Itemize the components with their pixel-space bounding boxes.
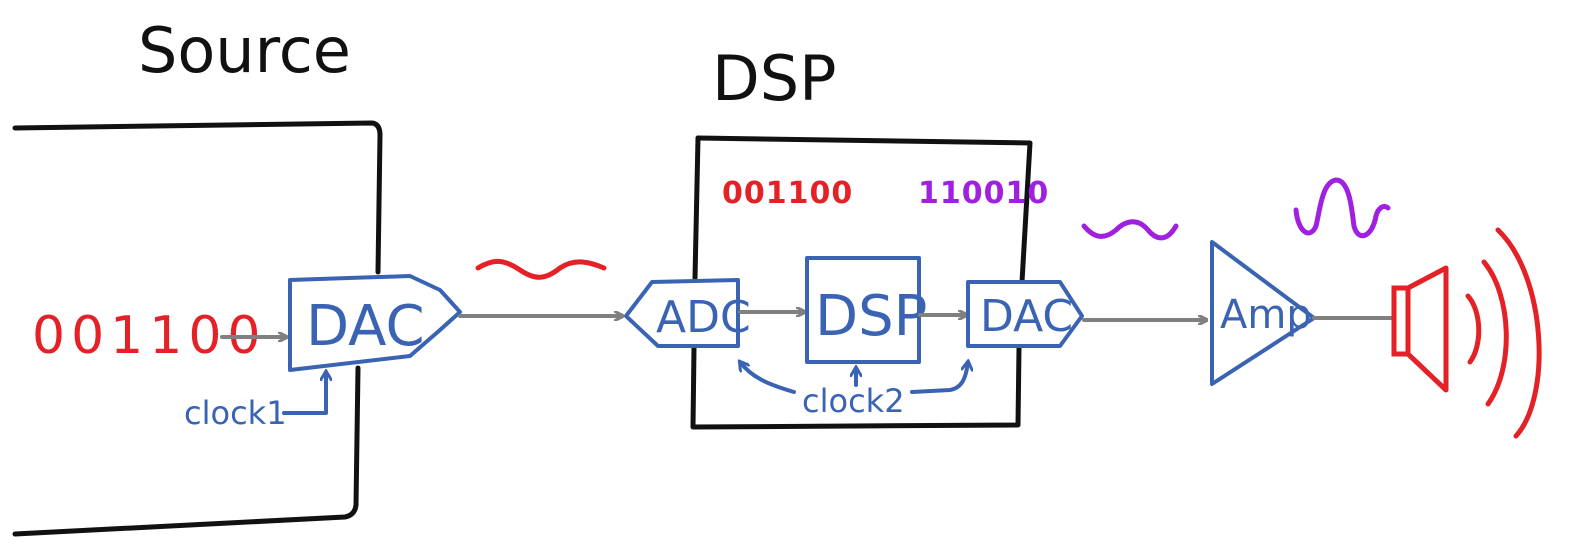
dsp-core-label: DSP [815,284,927,349]
clock2-to-dac-arrow [910,362,968,394]
source-dac-label: DAC [306,294,425,359]
dsp-enclosure-left-top [692,135,701,281]
clock1-label: clock1 [184,394,287,432]
source-title: Source [138,14,351,87]
adc-block [624,278,740,348]
dsp-enclosure-top [695,135,1033,285]
sound-wave-3 [1495,227,1542,439]
speaker-icon [1391,265,1449,393]
clock2-label: clock2 [802,382,905,420]
amp-block [1210,240,1316,386]
dsp-dac-label: DAC [980,291,1073,342]
clock2-to-adc-arrow [740,362,796,394]
dsp-core-block [805,256,921,364]
dsp-input-bits: 001100 [722,176,853,211]
analog-wave-purple-large [1293,177,1391,239]
sound-wave-1 [1465,293,1482,365]
sound-wave-2 [1481,259,1509,407]
clock1-arrow [282,372,326,415]
source-enclosure-top [12,120,383,275]
dsp-title: DSP [712,42,836,115]
dsp-output-bits: 110010 [918,176,1049,211]
dsp-dac-block [966,280,1084,348]
analog-wave-purple-small [1081,219,1179,241]
dsp-enclosure-bottom [690,345,1022,430]
source-dac-block [288,274,462,372]
amp-label: Amp [1220,292,1312,338]
adc-label: ADC [656,292,751,343]
analog-wave-red [475,259,607,280]
source-enclosure-bottom [12,365,361,537]
